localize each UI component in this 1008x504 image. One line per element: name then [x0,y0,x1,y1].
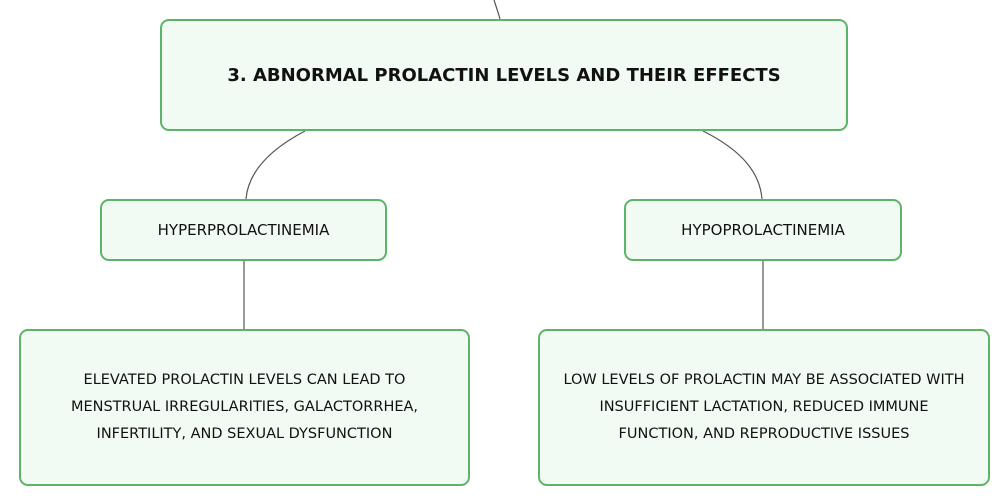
connector-parent-to-main [493,0,501,20]
main-topic-label: 3. ABNORMAL PROLACTIN LEVELS AND THEIR E… [227,64,781,86]
hyperprolactinemia-node[interactable]: HYPERPROLACTINEMIA [100,199,387,261]
main-topic-node[interactable]: 3. ABNORMAL PROLACTIN LEVELS AND THEIR E… [160,19,848,131]
hypoprolactinemia-node[interactable]: HYPOPROLACTINEMIA [624,199,902,261]
hyperprolactinemia-label: HYPERPROLACTINEMIA [157,221,330,239]
connector-main-to-hyperprolactinemia [245,130,306,200]
hypoprolactinemia-detail-node[interactable]: LOW LEVELS OF PROLACTIN MAY BE ASSOCIATE… [538,329,990,486]
hyperprolactinemia-detail-text: ELEVATED PROLACTIN LEVELS CAN LEAD TO ME… [70,372,419,442]
hypoprolactinemia-label: HYPOPROLACTINEMIA [681,221,845,239]
hyperprolactinemia-detail-node[interactable]: ELEVATED PROLACTIN LEVELS CAN LEAD TO ME… [19,329,470,486]
hypoprolactinemia-detail-text: LOW LEVELS OF PROLACTIN MAY BE ASSOCIATE… [563,372,965,442]
connector-main-to-hypoprolactinemia [702,130,763,200]
